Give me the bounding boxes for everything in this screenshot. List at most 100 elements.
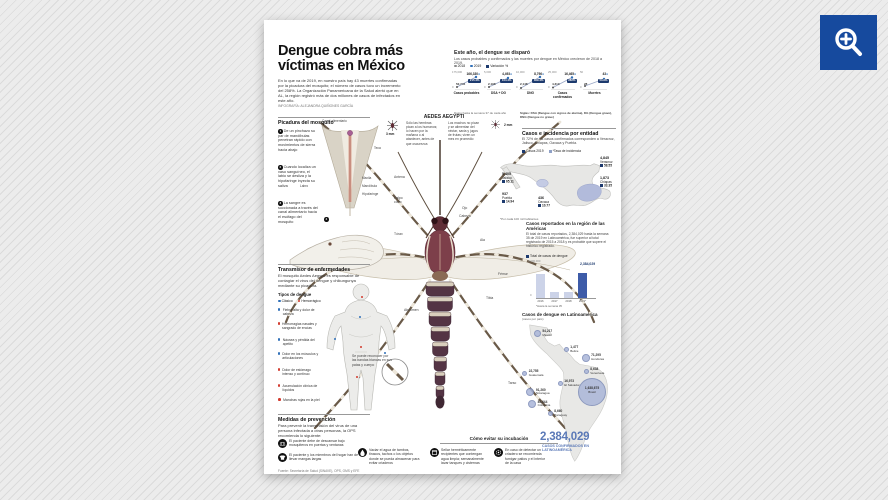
latam-total: 2,384,029 [540, 431, 590, 443]
step-number: 2 [278, 165, 283, 170]
surge-subtitle: Los casos probables y confirmados y las … [454, 57, 603, 66]
americas-legend: Total de casos de dengue [526, 254, 568, 258]
legend-variation-square [486, 64, 490, 68]
clasico-dot [278, 299, 281, 303]
surge-legend: 2018 2019 Variación % [454, 64, 508, 68]
incubation-item: En caso de detectar un criadero se recom… [494, 448, 546, 466]
americas-footnote: *Hasta la semana 35 [536, 304, 562, 308]
bar-axis-top: 3,000,000 [528, 259, 541, 263]
step-number: 3 [278, 201, 283, 206]
states-intro: El 72% de los casos confirmados correspo… [522, 137, 615, 146]
label-palpo-corto: Palpo corto [394, 196, 403, 205]
label-mandibula: Mandíbula [362, 184, 377, 188]
aedes-title: AEDES AEGYPTI [423, 114, 465, 120]
transmitter-text: El mosquito Aedes Aegypti es responsable… [278, 273, 360, 288]
incubation-item: Sellar herméticamente recipientes que co… [430, 448, 488, 466]
symptom-dot-arm-right [384, 352, 387, 355]
zoom-in-button[interactable] [820, 15, 877, 70]
label-torax: Tórax [394, 232, 403, 236]
label-femur: Fémur [498, 272, 508, 276]
slope-line [455, 75, 479, 90]
bar-axis-zero: 0 [530, 293, 532, 297]
human-figure [326, 283, 396, 411]
step-number: 1 [278, 129, 283, 134]
slope-line [519, 75, 543, 90]
fumigation-icon [494, 448, 503, 457]
latam-subtitle: (casos por país) [522, 317, 544, 321]
byline: INFOGRAFÍA: ALEJANDRA QUIÑONES GARCÍA [278, 104, 354, 108]
label-antena: Antena [394, 175, 405, 179]
bar-2018 [564, 292, 573, 298]
water-drop-icon [358, 448, 367, 457]
symptom-item: Dolor en los músculos y articulaciones [278, 352, 320, 361]
proboscis-cross-section [321, 125, 379, 216]
magnifier-plus-icon [834, 27, 862, 56]
americas-text: El total de casos reportados, 2,384,029 … [526, 232, 609, 249]
prevention-intro: Para prevenir la transmisión del virus d… [278, 423, 358, 438]
male-text: Los machos no pican y se alimentan del n… [448, 121, 480, 142]
female-text: Sólo las hembras pican a los humanos; lo… [406, 121, 438, 146]
surge-footnote-right: Siglas: DSA (Dengue con signos de alarma… [520, 111, 612, 119]
incubation-title: Cómo evitar su incubación [440, 436, 558, 445]
male-mosquito-icon [491, 120, 500, 129]
label-cabeza: Cabeza [459, 214, 471, 218]
symptom-item: Fiebre alta y dolor de cabeza [278, 308, 320, 317]
symptom-dot-head [361, 296, 364, 299]
female-mosquito-icon [387, 120, 398, 131]
symptom-dot-arm [334, 338, 337, 341]
americas-bar-chart [536, 266, 596, 299]
legend-2018-dot [454, 64, 457, 68]
states-legend: Casos 2019 *Tasa de incidencia [522, 149, 581, 153]
mosquito-illustration [284, 120, 596, 430]
surge-footnote-left: Datos hasta la semana 37 de cada año [454, 111, 507, 115]
latam-title: Casos de dengue en Latinoamérica [522, 312, 598, 317]
symptom-item: Hemorragias nasales y sangrado de encías [278, 322, 320, 331]
americas-title: Casos reportados en la región de las Amé… [526, 221, 605, 231]
symptom-item: Manchas rojas en la piel [278, 398, 320, 402]
label-canal-alimentario: Canal alimentario [322, 119, 347, 123]
female-size: 3 mm [386, 132, 395, 136]
prevention-item: El paciente y los miembros del hogar han… [278, 453, 364, 462]
latam-total-caption: CASOS CONFIRMADOS EN LATINOAMÉRICA [542, 444, 589, 453]
infographic-poster: Dengue cobra más víctimas en México En l… [264, 20, 621, 474]
bar-2019 [578, 273, 587, 298]
incubation-item: Vaciar el agua de tambos, tinacos, tacho… [358, 448, 420, 466]
bar-callout: 2,384,029 [580, 262, 596, 266]
hand-illustration [289, 234, 384, 272]
label-hipofaringe: Hipofaringe [362, 192, 379, 196]
symptom-item: Náusea y pérdida del apetito [278, 338, 320, 347]
step-number: 4 [324, 217, 329, 222]
symptom-dot-leg [356, 376, 359, 379]
label-ojo: Ojo [462, 206, 468, 210]
hemorragico-dot [297, 299, 301, 303]
states-title: Casos e incidencia por entidad [522, 128, 616, 137]
symptom-dot-stomach [360, 346, 363, 349]
sealed-container-icon [430, 448, 439, 457]
states-footnote: *Por cada 100 mil habitantes [500, 217, 539, 221]
mexico-map [500, 163, 611, 207]
bite-title: Picadura del mosquito [278, 117, 370, 126]
label-labro: Labro [300, 184, 309, 188]
dengue-types-title: Tipos de dengue [278, 292, 312, 297]
bar-2017 [550, 292, 559, 298]
label-tibia: Tibia [486, 296, 494, 300]
transmitter-title: Transmisor de enfermedades [278, 264, 370, 273]
